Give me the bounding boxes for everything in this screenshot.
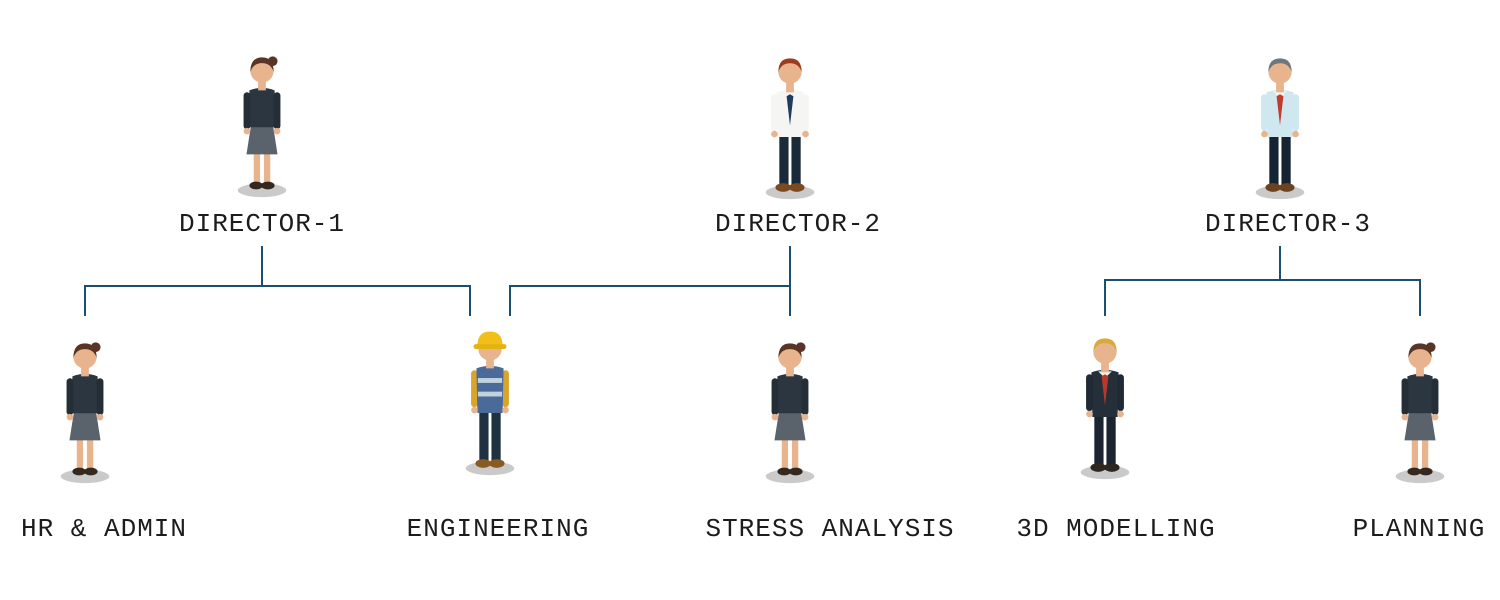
man-white-shirt-tie-icon [751,38,829,203]
stress-analysis-label: STRESS ANALYSIS [705,514,955,544]
hr-admin-label: HR & ADMIN [20,514,188,544]
3d-modelling-label: 3D MODELLING [1016,514,1216,544]
director-2-label: DIRECTOR-2 [714,209,882,239]
business-woman-icon [751,322,829,487]
connector-director-2-branch [509,285,790,316]
director-1-label: DIRECTOR-1 [178,209,346,239]
construction-worker-icon [451,314,529,479]
blond-man-dark-suit-icon [1066,318,1144,483]
connector-director-3-branch [1104,279,1421,316]
director-3-label: DIRECTOR-3 [1204,209,1372,239]
planning-label: PLANNING [1352,514,1486,544]
engineering-label: ENGINEERING [406,514,590,544]
man-light-blue-shirt-icon [1241,38,1319,203]
business-woman-icon [46,322,124,487]
business-woman-icon [1381,322,1459,487]
connector-director-1-branch [84,285,471,316]
business-woman-icon [223,36,301,201]
